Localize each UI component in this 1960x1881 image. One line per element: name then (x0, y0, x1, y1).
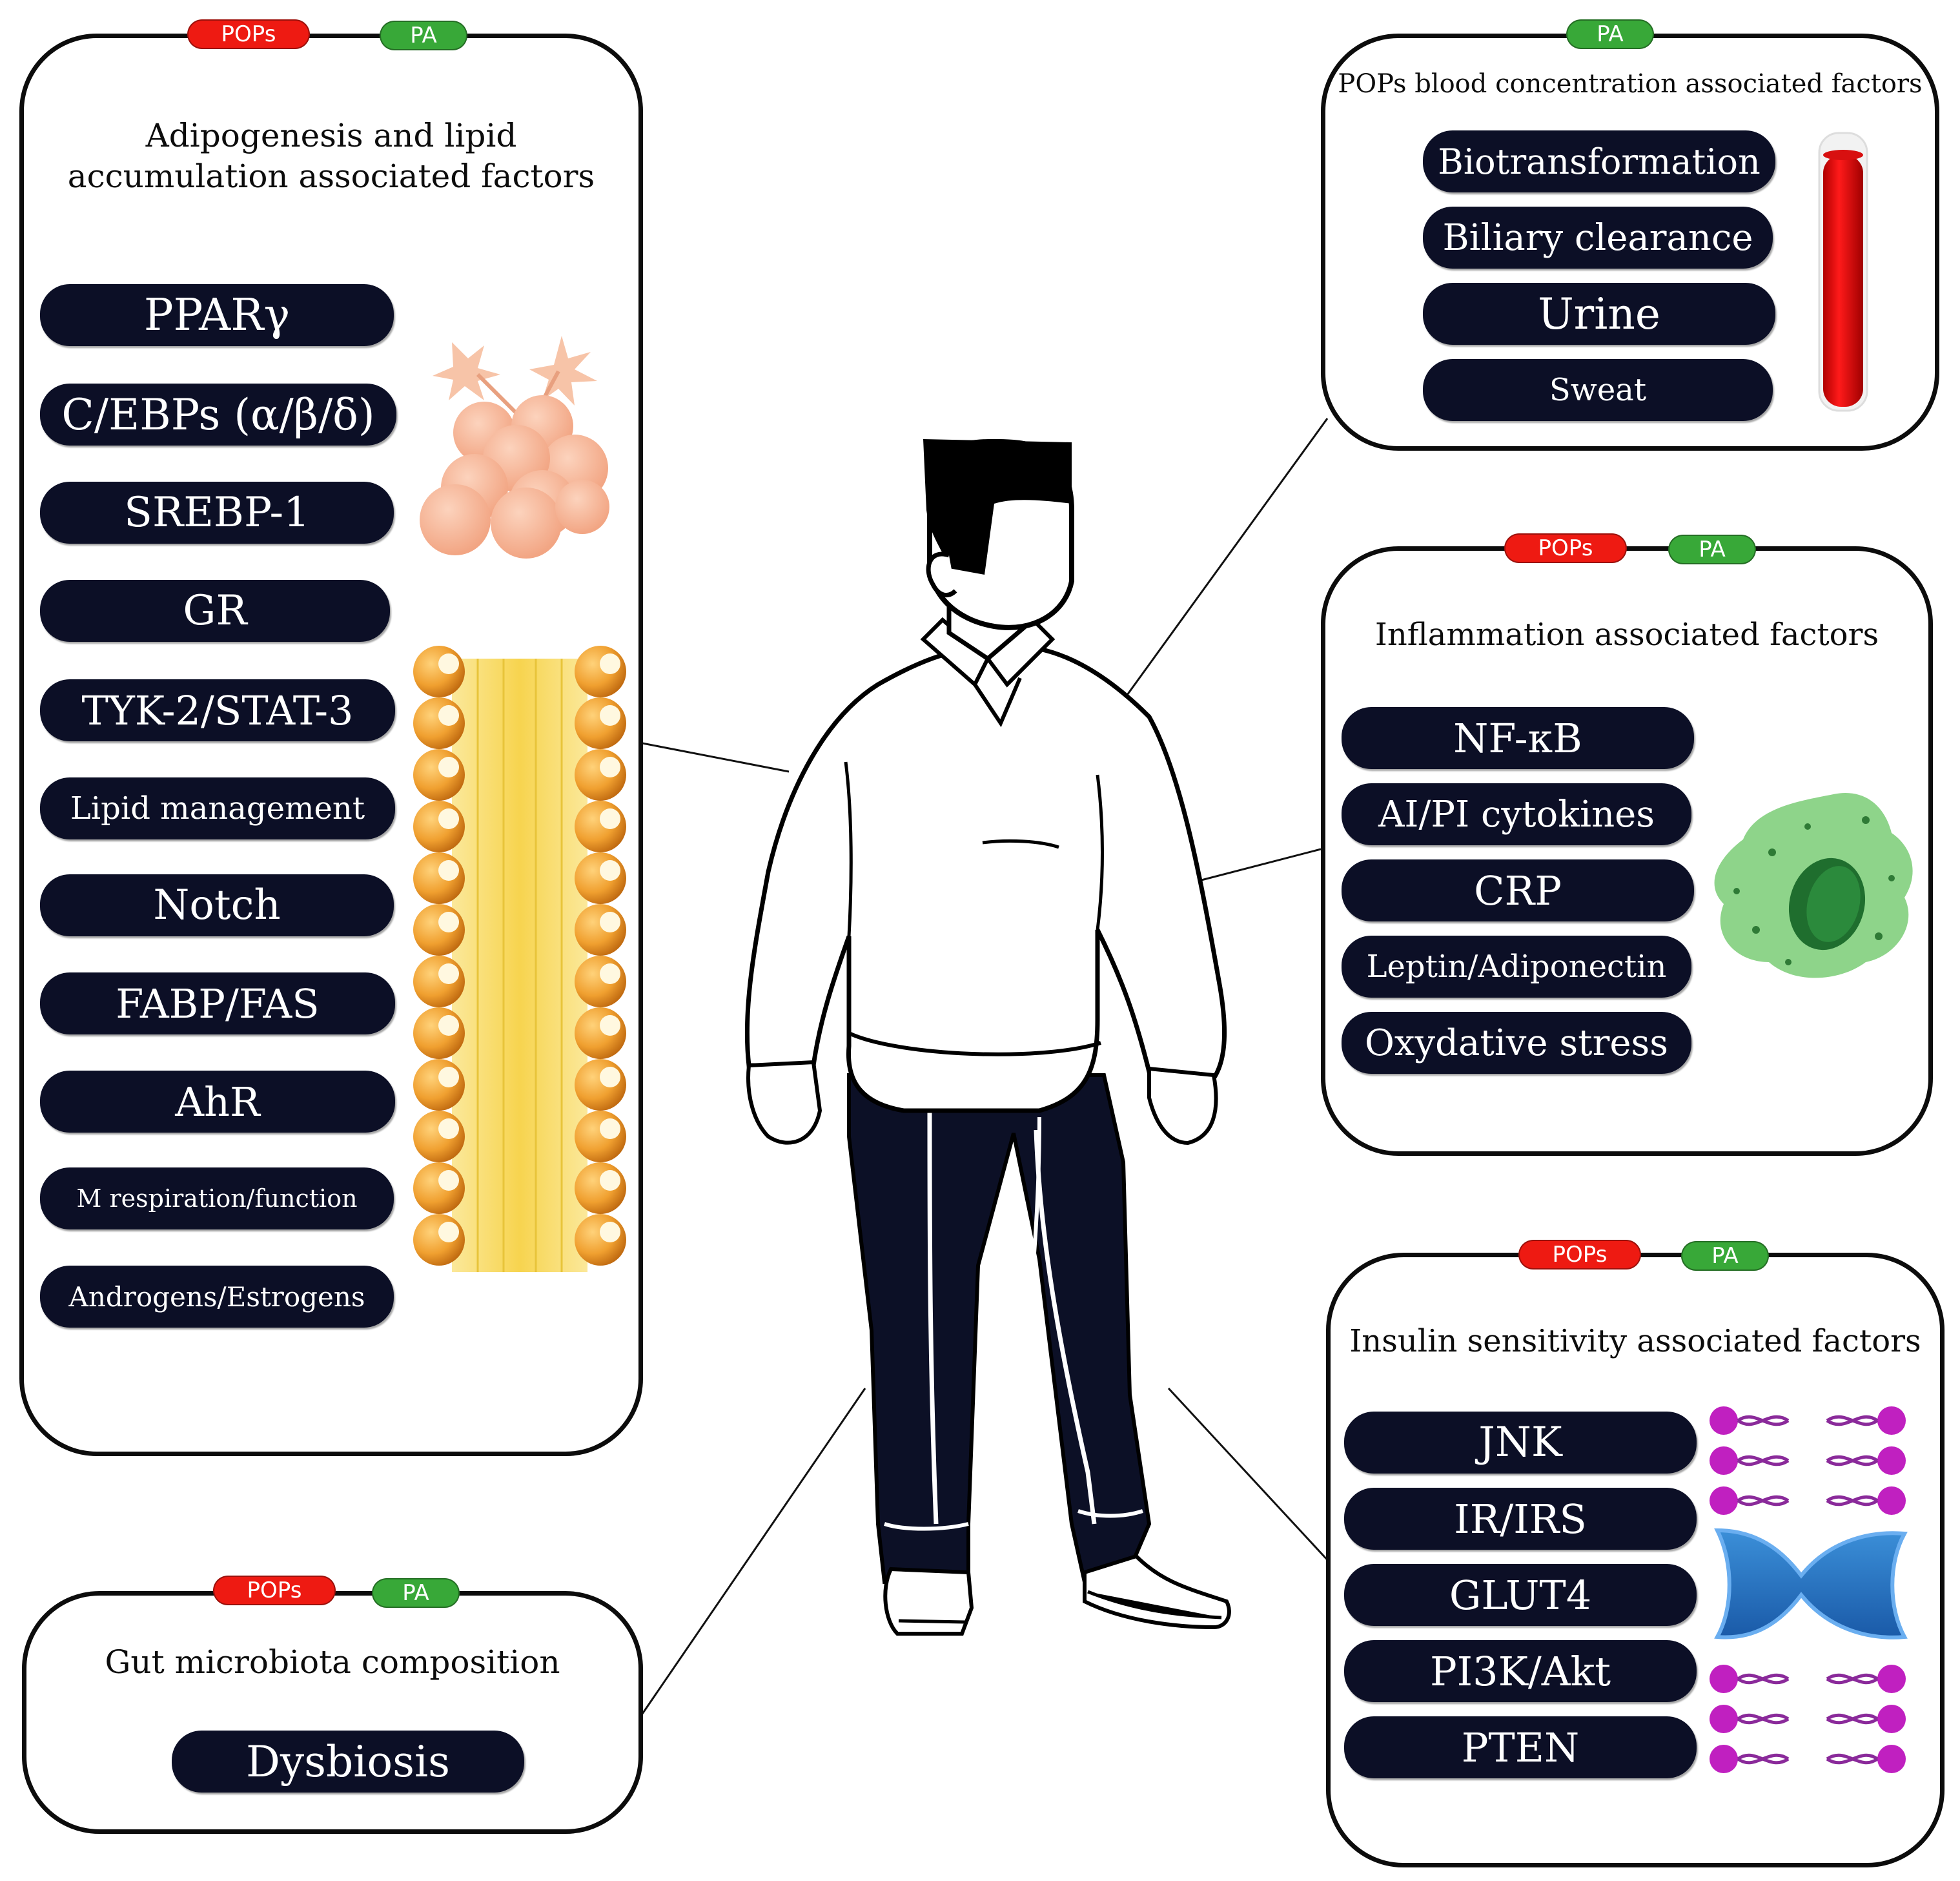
membrane-transporter-icon (1704, 1401, 1908, 1789)
blood-tube-icon (1818, 132, 1868, 412)
factor-pill: Biotransformation (1423, 130, 1775, 192)
factor-pill: Sweat (1423, 359, 1773, 421)
pops-tag: POPs (187, 19, 310, 49)
factor-pill: M respiration/function (40, 1167, 394, 1229)
pops-tag: POPs (1504, 533, 1627, 563)
factor-pill: SREBP-1 (40, 482, 394, 544)
factor-pill: CRP (1342, 859, 1694, 921)
pa-tag: PA (372, 1578, 460, 1608)
factor-pill: Dysbiosis (172, 1731, 524, 1793)
pa-tag: PA (380, 21, 467, 50)
factor-pill: Leptin/Adiponectin (1342, 936, 1691, 998)
factor-pill: AhR (40, 1071, 395, 1133)
factor-pill: C/EBPs (α/β/δ) (40, 384, 396, 446)
factor-pill: JNK (1344, 1412, 1697, 1474)
factor-pill: PTEN (1344, 1716, 1697, 1778)
factor-pill: Biliary clearance (1423, 207, 1773, 269)
factor-pill: Notch (40, 874, 394, 936)
factor-pill: IR/IRS (1344, 1488, 1697, 1550)
pops-tag: POPs (1518, 1240, 1641, 1269)
macrophage-icon (1714, 793, 1913, 978)
insulin-title: Insulin sensitivity associated factors (1349, 1323, 1921, 1359)
factor-pill: Lipid management (40, 777, 395, 839)
factor-pill: GLUT4 (1344, 1564, 1697, 1626)
factor-pill: AI/PI cytokines (1342, 783, 1691, 845)
factor-pill: Urine (1423, 283, 1775, 345)
factor-pill: NF-κB (1342, 707, 1694, 769)
gut-title: Gut microbiota composition (105, 1643, 560, 1681)
factor-pill: FABP/FAS (40, 972, 395, 1034)
adipogenesis-title: Adipogenesis and lipid accumulation asso… (67, 117, 595, 195)
inflammation-title: Inflammation associated factors (1374, 617, 1879, 653)
pops-blood-title: POPs blood concentration associated fact… (1338, 69, 1923, 99)
factor-pill: Androgens/Estrogens (40, 1266, 394, 1328)
pa-tag: PA (1566, 19, 1654, 49)
pa-tag: PA (1681, 1241, 1769, 1271)
adipocyte-cluster-icon (420, 336, 609, 559)
factor-pill: GR (40, 580, 390, 642)
lipid-bilayer-icon (413, 646, 626, 1272)
person-figure (744, 438, 1231, 1636)
factor-pill: TYK-2/STAT-3 (40, 679, 395, 741)
factor-pill: PPARγ (40, 284, 394, 346)
gut-panel: Gut microbiota composition (22, 1591, 643, 1834)
factor-pill: Oxydative stress (1342, 1012, 1691, 1074)
factor-pill: PI3K/Akt (1344, 1640, 1697, 1702)
pops-tag: POPs (213, 1576, 336, 1605)
pa-tag: PA (1668, 535, 1756, 564)
